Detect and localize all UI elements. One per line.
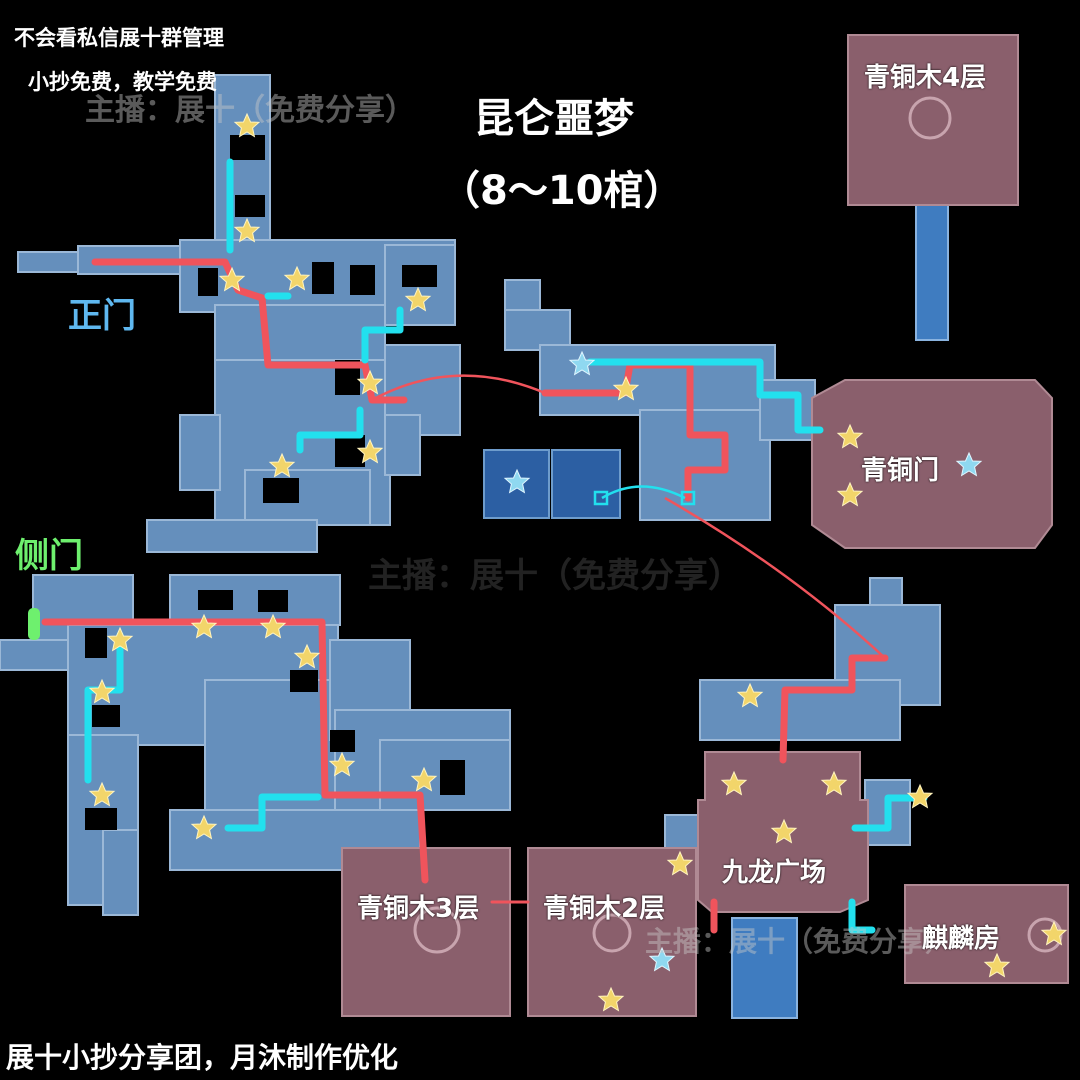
star-icon xyxy=(597,986,625,1012)
cyan-connector xyxy=(593,485,696,506)
star-icon xyxy=(268,452,296,478)
star-icon xyxy=(283,265,311,291)
label-bronze-wood-4f: 青铜木4层 xyxy=(864,63,987,93)
star-icon xyxy=(770,818,798,844)
label-qilin-room: 麒麟房 xyxy=(922,924,1001,954)
watermark-center: 主播：展十（免费分享） xyxy=(368,556,742,596)
side-gate-marker[interactable] xyxy=(28,608,40,640)
star-icon xyxy=(720,770,748,796)
watermark-bottom: 主播：展十（免费分享） xyxy=(645,925,954,958)
blue-star-icon xyxy=(503,468,531,494)
star-icon xyxy=(233,112,261,138)
star-icon xyxy=(356,438,384,464)
contact-note: 不会看私信展十群管理 xyxy=(14,26,224,50)
label-bronze-wood-3f: 青铜木3层 xyxy=(357,894,480,924)
blue-star-icon xyxy=(648,946,676,972)
footer-credit: 展十小抄分享团，月沐制作优化 xyxy=(6,1041,399,1074)
label-main-gate: 正门 xyxy=(68,296,136,336)
corridor-2f-right xyxy=(731,917,798,1019)
star-icon xyxy=(356,369,384,395)
star-icon xyxy=(820,770,848,796)
star-icon xyxy=(259,613,287,639)
gold-stars xyxy=(88,112,1068,1012)
star-icon xyxy=(190,814,218,840)
star-icon xyxy=(983,952,1011,978)
map-title: 昆仑噩梦 xyxy=(474,96,634,142)
room-bronze-gate xyxy=(811,379,1053,549)
star-icon xyxy=(836,481,864,507)
star-icon xyxy=(410,766,438,792)
corridor-4f xyxy=(915,204,949,341)
central-right-complex xyxy=(504,279,816,521)
star-icon xyxy=(736,682,764,708)
star-icon xyxy=(404,286,432,312)
map-subtitle: （8～10棺） xyxy=(440,168,684,214)
star-icon xyxy=(836,423,864,449)
red-routes xyxy=(41,258,889,934)
label-bronze-gate: 青铜门 xyxy=(861,456,940,486)
room-bronze-wood-4f xyxy=(847,34,1019,206)
star-icon xyxy=(218,266,246,292)
star-icon xyxy=(612,375,640,401)
star-icon xyxy=(233,217,261,243)
star-icon xyxy=(190,613,218,639)
lower-left-holes xyxy=(85,590,465,830)
watermark-top: 主播：展十（免费分享） xyxy=(85,93,415,128)
label-bronze-wood-2f: 青铜木2层 xyxy=(543,894,666,924)
star-icon xyxy=(293,643,321,669)
star-icon xyxy=(88,678,116,704)
red-connectors xyxy=(371,374,886,659)
star-icon xyxy=(906,783,934,809)
blue-room-pair xyxy=(483,449,621,519)
star-icon xyxy=(666,850,694,876)
room-bronze-wood-2f xyxy=(527,847,697,1017)
star-icon xyxy=(88,781,116,807)
star-icon xyxy=(328,751,356,777)
label-side-gate: 侧门 xyxy=(15,536,83,576)
label-nine-dragon-square: 九龙广场 xyxy=(722,858,827,888)
blue-star-icon xyxy=(955,451,983,477)
blue-star-icon xyxy=(568,350,596,376)
blue-stars xyxy=(503,350,983,972)
free-note: 小抄免费，教学免费 xyxy=(28,70,217,94)
star-icon xyxy=(106,626,134,652)
room-qilin xyxy=(904,884,1069,984)
upper-left-holes xyxy=(198,135,437,503)
star-icon xyxy=(1040,920,1068,946)
